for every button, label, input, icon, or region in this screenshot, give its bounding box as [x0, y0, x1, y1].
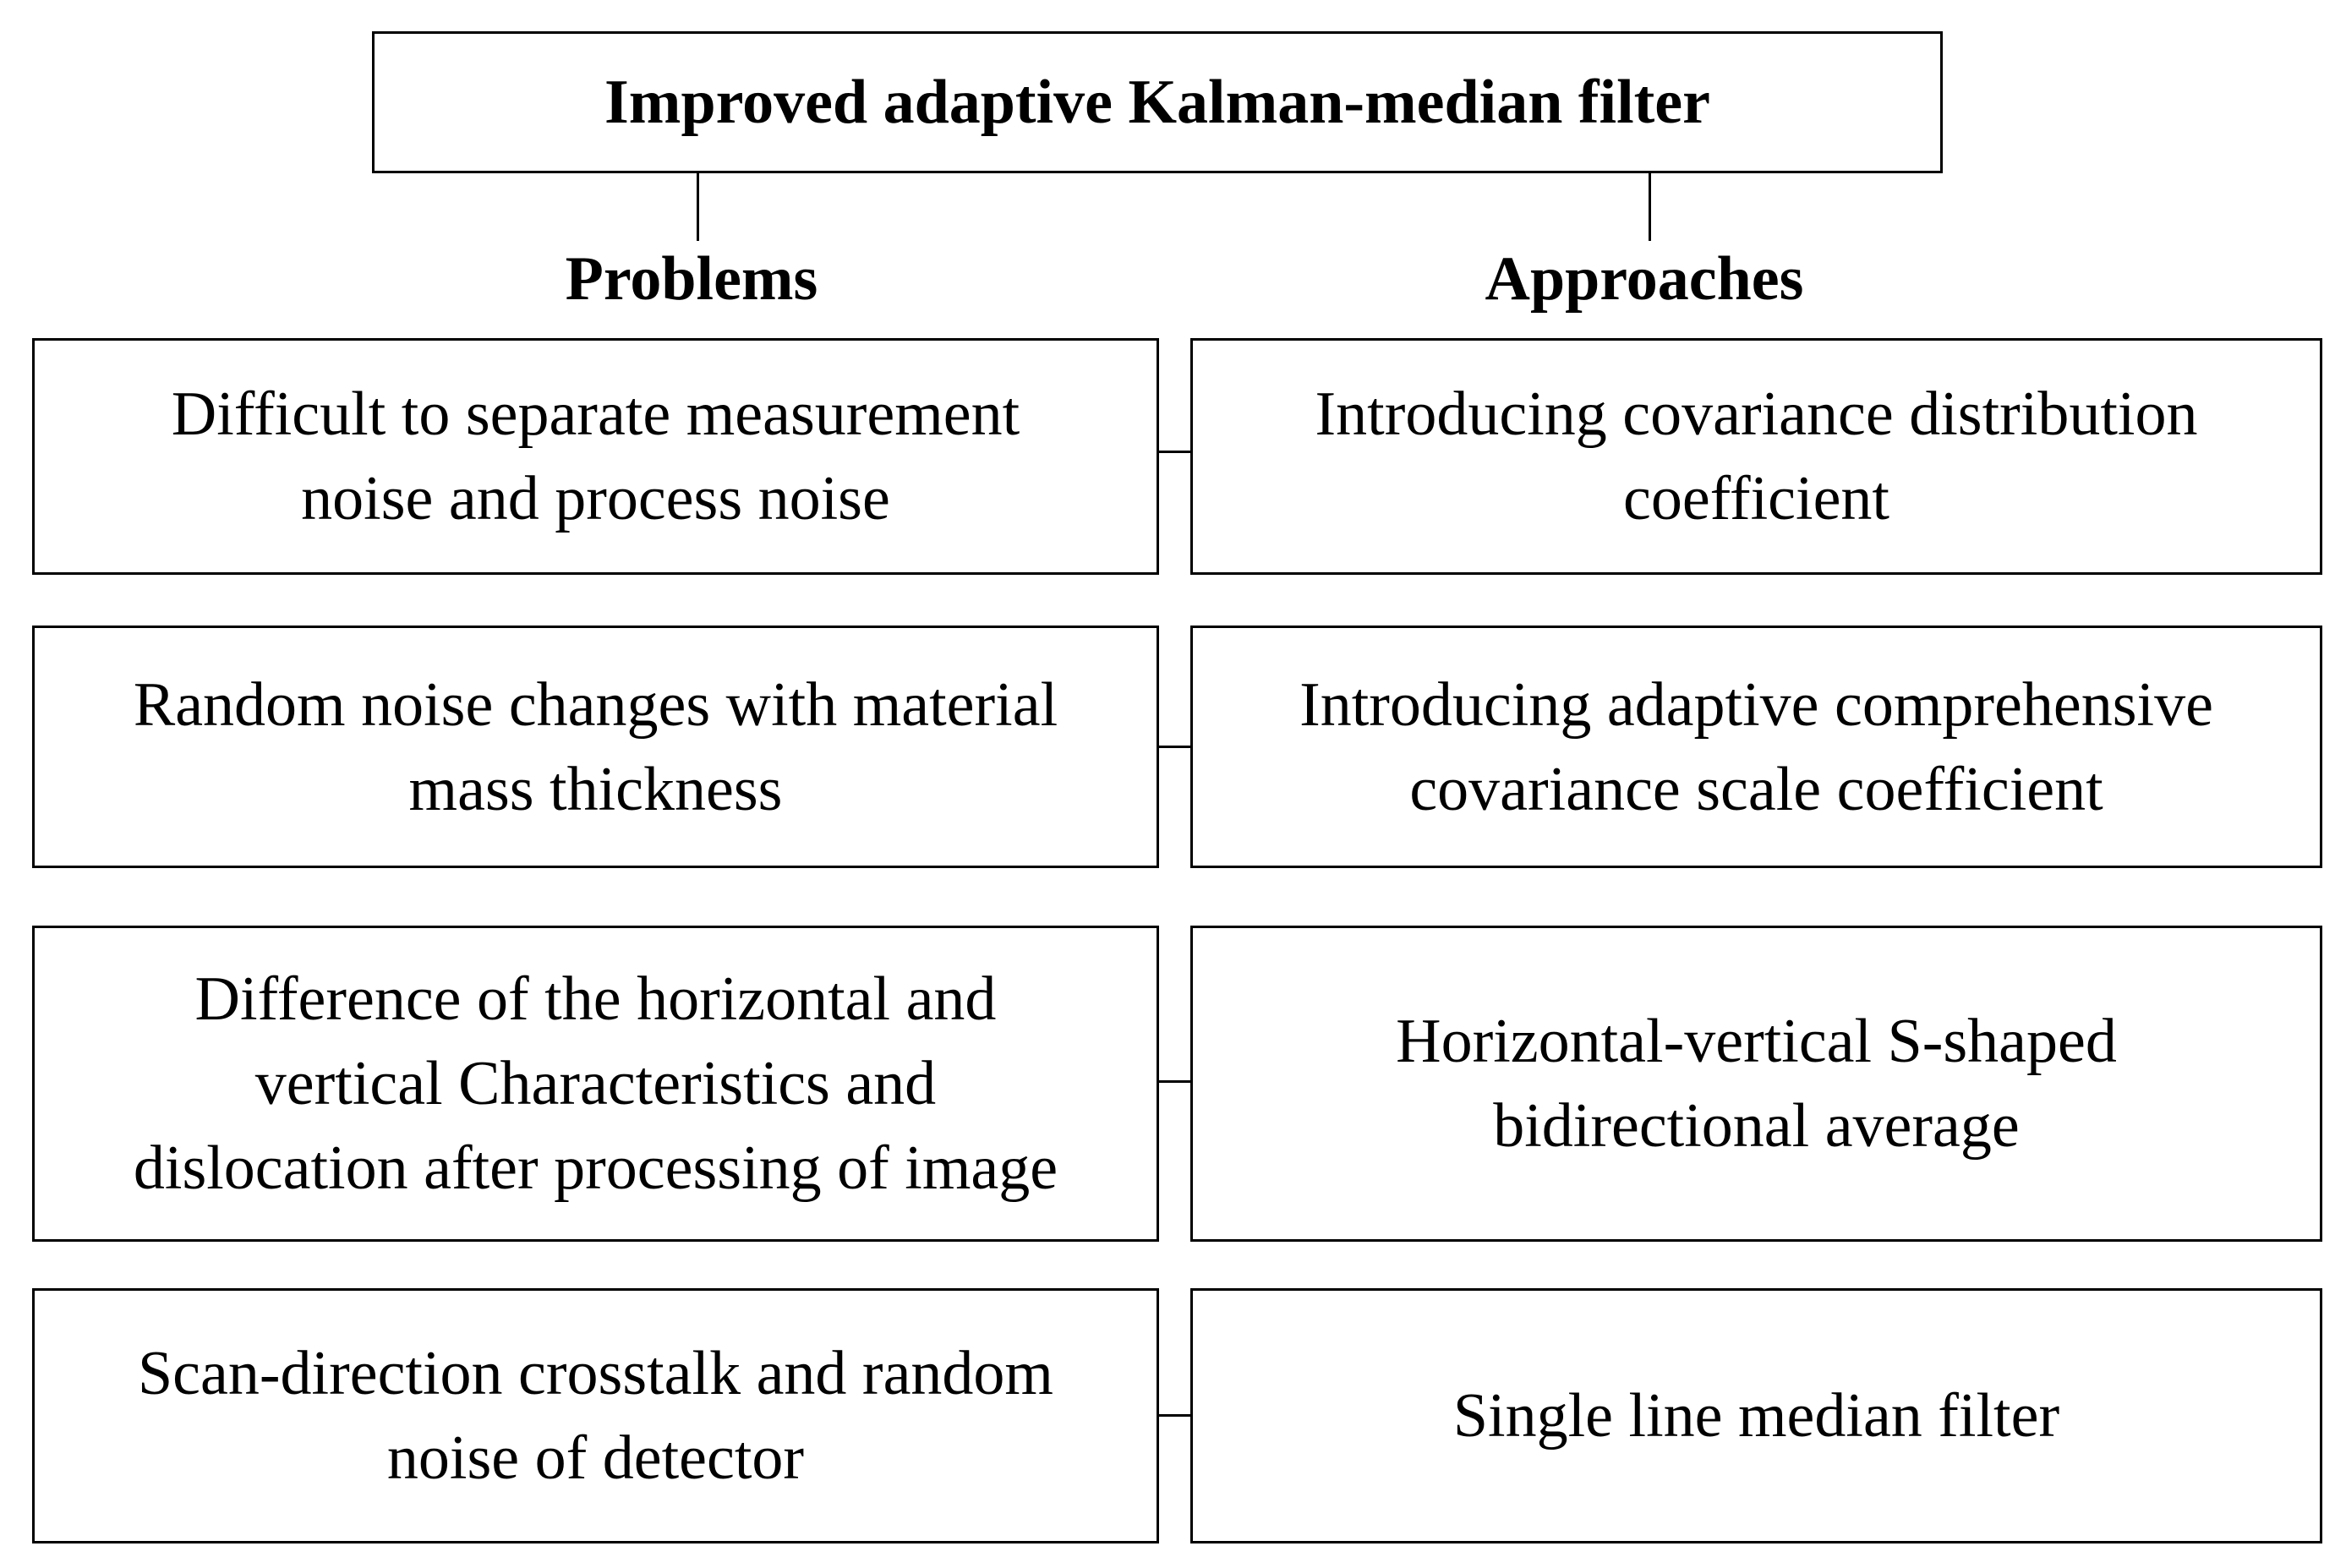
title-box: Improved adaptive Kalman-median filter — [372, 31, 1943, 173]
approach-text: Introducing adaptive comprehensive covar… — [1299, 669, 2213, 824]
title-to-problems-connector — [697, 173, 699, 241]
row-connector — [1159, 1080, 1191, 1083]
approach-text: Horizontal-vertical S-shaped bidirection… — [1396, 1007, 2117, 1161]
problem-text: Random noise changes with material mass … — [133, 669, 1058, 824]
row-connector — [1159, 746, 1191, 748]
problem-text: Scan-direction crosstalk and random nois… — [138, 1339, 1053, 1493]
diagram-title: Improved adaptive Kalman-median filter — [604, 68, 1710, 137]
approach-box-1: Introducing covariance distribution coef… — [1190, 338, 2322, 575]
row-connector — [1159, 451, 1191, 453]
approach-box-4: Single line median filter — [1190, 1288, 2322, 1543]
approach-box-3: Horizontal-vertical S-shaped bidirection… — [1190, 926, 2322, 1242]
problem-text: Difference of the horizontal and vertica… — [133, 964, 1058, 1203]
problems-heading: Problems — [565, 244, 818, 314]
row-connector — [1159, 1414, 1191, 1417]
problem-box-2: Random noise changes with material mass … — [32, 626, 1159, 868]
problem-box-3: Difference of the horizontal and vertica… — [32, 926, 1159, 1242]
approach-box-2: Introducing adaptive comprehensive covar… — [1190, 626, 2322, 868]
approach-text: Single line median filter — [1452, 1381, 2060, 1451]
title-to-approaches-connector — [1649, 173, 1651, 241]
approach-text: Introducing covariance distribution coef… — [1315, 380, 2198, 533]
problem-box-1: Difficult to separate measurement noise … — [32, 338, 1159, 575]
problem-text: Difficult to separate measurement noise … — [171, 380, 1020, 533]
approaches-heading: Approaches — [1485, 244, 1804, 314]
problem-box-4: Scan-direction crosstalk and random nois… — [32, 1288, 1159, 1543]
